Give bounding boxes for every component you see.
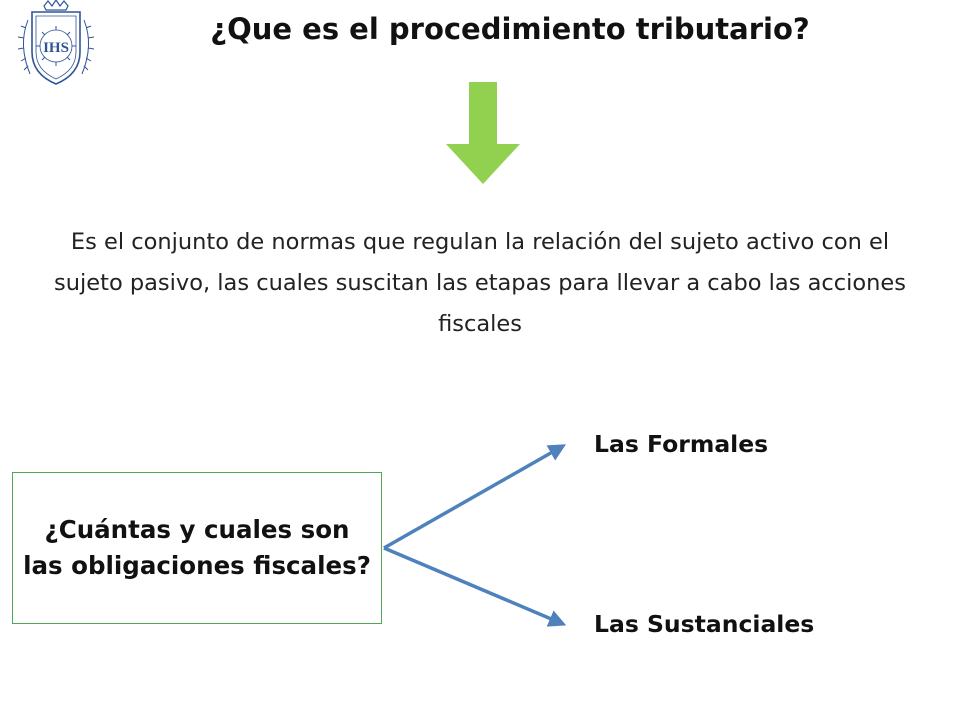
down-arrow-icon: [442, 82, 524, 186]
javeriana-seal-icon: IHS: [17, 0, 95, 85]
option-formales: Las Formales: [594, 430, 769, 458]
arrow-to-formales-icon: [383, 444, 567, 550]
definition-text: Es el conjunto de normas que regulan la …: [54, 229, 906, 337]
arrow-to-sustanciales-icon: [383, 546, 567, 627]
slide-title: ¿Que es el procedimiento tributario?: [210, 12, 810, 46]
university-logo: IHS: [10, 0, 102, 120]
question-box: ¿Cuántas y cuales son las obligaciones f…: [12, 472, 382, 624]
question-text: ¿Cuántas y cuales son las obligaciones f…: [23, 515, 371, 580]
option-sustanciales: Las Sustanciales: [594, 610, 815, 638]
svg-text:IHS: IHS: [43, 40, 69, 56]
